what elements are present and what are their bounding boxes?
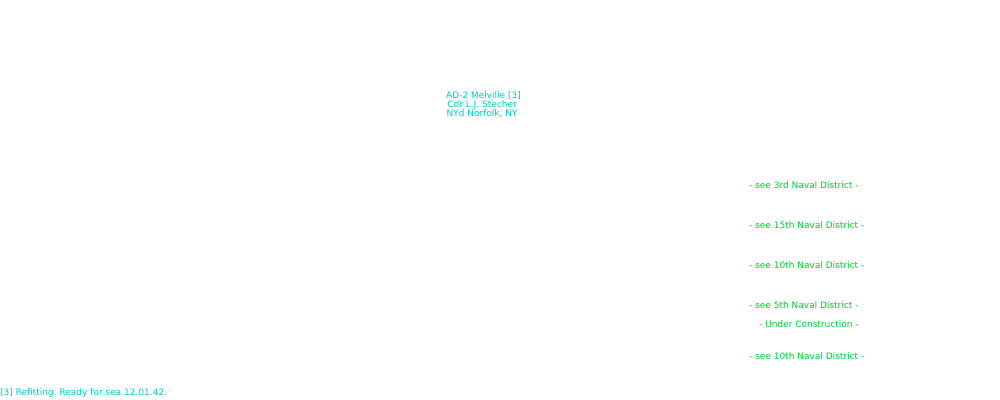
ship-name: AD-2 Melville [3] [446,91,521,101]
reference-10th-naval-district: - see 10th Naval District - [749,261,865,271]
reference-3rd-naval-district: - see 3rd Naval District - [749,181,859,191]
under-construction-note: - Under Construction - [759,320,859,330]
ship-entry: AD-2 Melville [3] Cdr L.J. Stecher NYd N… [446,91,521,119]
reference-10th-naval-district-2: - see 10th Naval District - [749,352,865,362]
footnote: [3] Refitting. Ready for sea 12.01.42. [0,388,167,398]
reference-15th-naval-district: - see 15th Naval District - [749,221,865,231]
ship-location: NYd Norfolk, NY [446,109,518,119]
ship-commander: Cdr L.J. Stecher [447,100,517,110]
reference-5th-naval-district: - see 5th Naval District - [749,301,859,311]
